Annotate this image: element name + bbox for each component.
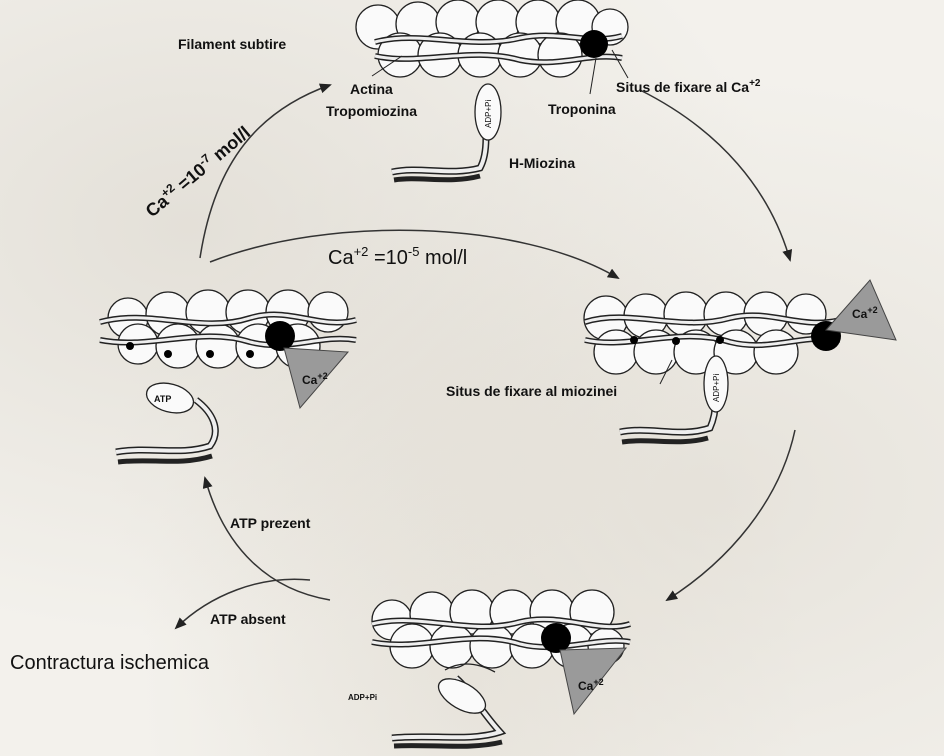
top-thin-filament [355, 0, 629, 78]
h-miozina-label: H-Miozina [509, 155, 575, 171]
atp-absent-label: ATP absent [210, 611, 286, 627]
right-thin-filament [583, 279, 897, 375]
arrow-atp-absent [174, 578, 311, 630]
adp-pi-label-bottom: ADP+Pi [348, 693, 377, 702]
left-thin-filament [99, 289, 357, 410]
situs-miozinei-label: Situs de fixare al miozinei [446, 383, 617, 399]
situs-ca-label: Situs de fixare al Ca+2 [616, 78, 761, 95]
ca-triangle-right [825, 279, 897, 341]
arrow-left-to-right [209, 229, 620, 280]
arrow-left-to-top [199, 83, 332, 259]
arrow-bottom-to-left [202, 476, 331, 601]
actina-label: Actina [350, 81, 393, 97]
ca-triangle-bottom [559, 647, 628, 716]
filament-subtire-label: Filament subtire [178, 36, 286, 52]
adp-pi-label-right: ADP+Pi [712, 374, 721, 402]
atp-prezent-label: ATP prezent [230, 515, 311, 531]
troponin-bottom [541, 623, 571, 653]
troponin-top [580, 30, 608, 58]
ca-concentration-high: Ca+2 =10-5 mol/l [328, 244, 467, 269]
adp-pi-label-top: ADP+Pi [484, 100, 493, 128]
ca-badge-bottom: Ca+2 [578, 677, 604, 693]
arrow-top-to-right [639, 89, 793, 262]
bottom-thin-filament [371, 589, 631, 716]
tropomiozina-label: Tropomiozina [326, 103, 417, 119]
contractura-ischemica-label: Contractura ischemica [10, 652, 210, 674]
ca-badge-left: Ca+2 [302, 371, 328, 387]
troponina-label: Troponina [548, 101, 616, 117]
bottom-myosin [391, 663, 507, 749]
right-myosin: ADP+Pi [619, 355, 729, 445]
arrow-right-to-bottom [665, 429, 796, 602]
ca-triangle-left [283, 347, 350, 410]
left-myosin [115, 382, 219, 465]
ca-concentration-low: Ca+2 =10-7 mol/l [140, 121, 254, 221]
ca-badge-right: Ca+2 [852, 305, 878, 321]
atp-label-left: ATP [154, 394, 171, 404]
troponin-left [265, 321, 295, 351]
top-myosin: ADP+Pi [391, 83, 502, 183]
